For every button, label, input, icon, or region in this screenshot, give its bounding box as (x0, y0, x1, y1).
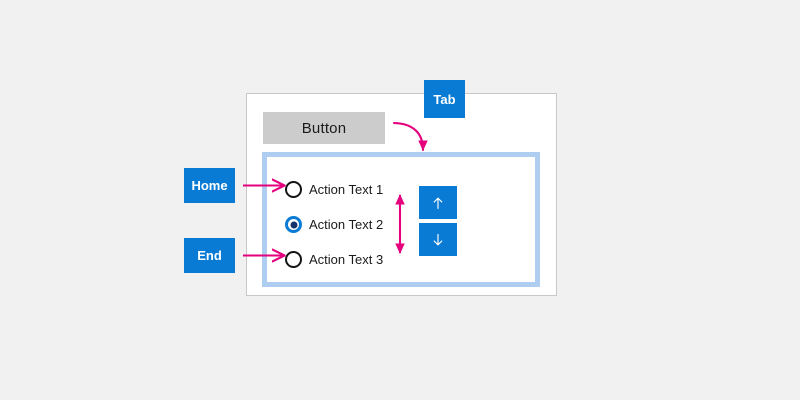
button-control[interactable]: Button (263, 112, 385, 144)
spinner-down-button[interactable] (419, 223, 457, 256)
radio-selected-icon[interactable] (285, 216, 302, 233)
key-badge-label: Tab (433, 91, 456, 107)
list-item[interactable]: Action Text 2 (285, 207, 385, 242)
spinner-up-button[interactable] (419, 186, 457, 219)
key-badge-tab: Tab (424, 80, 465, 118)
radio-label: Action Text 3 (309, 252, 384, 267)
radio-label: Action Text 1 (309, 182, 384, 197)
button-label: Button (301, 119, 347, 137)
arrow-up-icon (433, 197, 443, 209)
key-badge-end: End (184, 238, 235, 273)
spinner-buttons (419, 186, 457, 256)
radio-label: Action Text 2 (309, 217, 384, 232)
key-badge-home: Home (184, 168, 235, 203)
radio-group: Action Text 1 Action Text 2 Action Text … (285, 172, 385, 277)
list-item[interactable]: Action Text 1 (285, 172, 385, 207)
arrow-down-icon (433, 233, 443, 245)
radio-unselected-icon[interactable] (285, 251, 302, 268)
radio-unselected-icon[interactable] (285, 181, 302, 198)
key-badge-label: End (197, 248, 222, 263)
list-item[interactable]: Action Text 3 (285, 242, 385, 277)
key-badge-label: Home (191, 178, 228, 193)
